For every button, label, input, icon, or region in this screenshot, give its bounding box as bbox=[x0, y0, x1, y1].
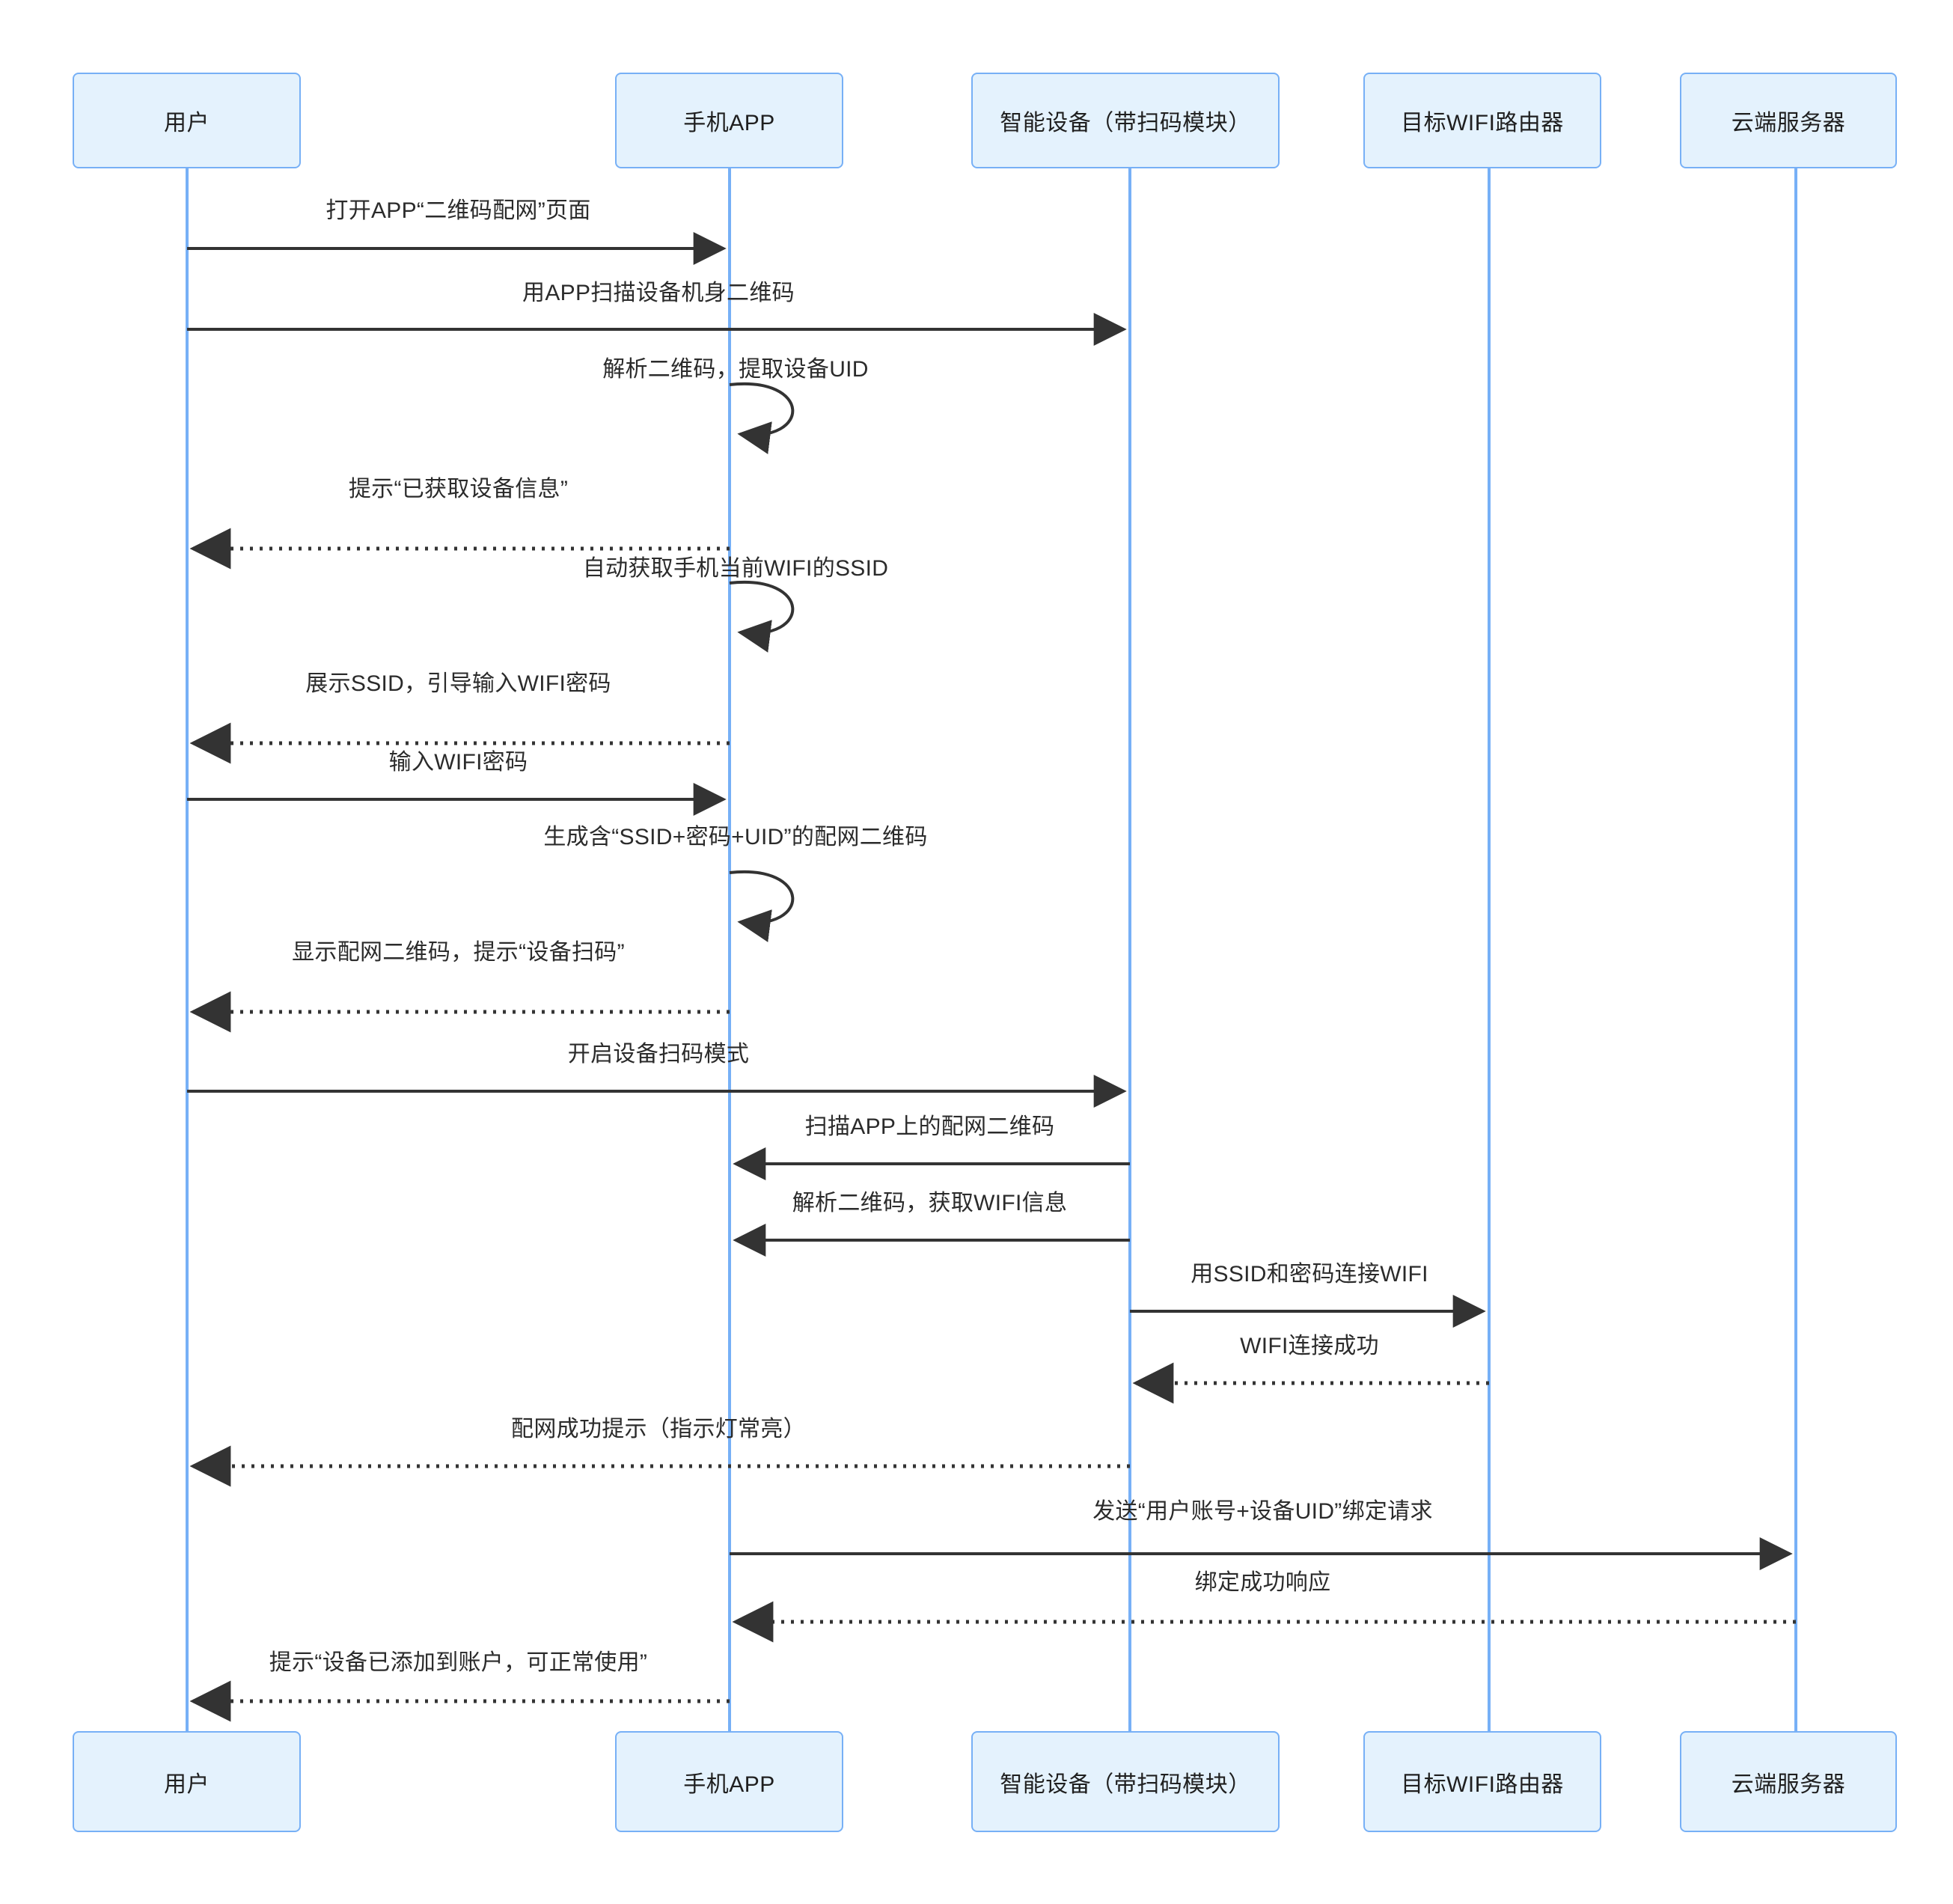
participant-app-header[interactable]: 手机APP bbox=[615, 73, 843, 168]
participant-cloud-footer[interactable]: 云端服务器 bbox=[1680, 1731, 1897, 1832]
participant-router-footer[interactable]: 目标WIFI路由器 bbox=[1363, 1731, 1601, 1832]
message-label-6: 展示SSID，引导输入WIFI密码 bbox=[305, 671, 611, 696]
participant-label: 云端服务器 bbox=[1731, 1772, 1846, 1797]
message-label-12: 解析二维码，获取WIFI信息 bbox=[792, 1191, 1068, 1215]
participant-label: 用户 bbox=[164, 1772, 210, 1797]
message-label-7: 输入WIFI密码 bbox=[388, 750, 528, 775]
message-label-16: 发送“用户账号+设备UID”绑定请求 bbox=[1092, 1499, 1433, 1524]
message-arrows-group bbox=[187, 232, 1796, 1722]
message-label-10: 开启设备扫码模式 bbox=[567, 1042, 750, 1067]
message-label-13: 用SSID和密码连接WIFI bbox=[1191, 1262, 1428, 1287]
participant-label: 手机APP bbox=[683, 111, 775, 135]
message-label-18: 提示“设备已添加到账户，可正常使用” bbox=[269, 1650, 648, 1675]
participant-label: 手机APP bbox=[683, 1772, 775, 1797]
message-label-17: 绑定成功响应 bbox=[1194, 1570, 1331, 1595]
message-label-1: 打开APP“二维码配网”页面 bbox=[326, 198, 591, 223]
self-message-arrow-3 bbox=[729, 382, 795, 454]
lifelines-group bbox=[186, 168, 1797, 1731]
message-label-9: 显示配网二维码，提示“设备扫码” bbox=[292, 940, 625, 965]
self-message-arrow-5 bbox=[729, 580, 795, 653]
participant-app-footer[interactable]: 手机APP bbox=[615, 1731, 843, 1832]
message-label-15: 配网成功提示（指示灯常亮） bbox=[511, 1417, 806, 1441]
message-label-2: 用APP扫描设备机身二维码 bbox=[522, 281, 795, 305]
participant-label: 目标WIFI路由器 bbox=[1401, 111, 1564, 135]
participant-router-header[interactable]: 目标WIFI路由器 bbox=[1363, 73, 1601, 168]
message-label-4: 提示“已获取设备信息” bbox=[348, 477, 569, 501]
participant-label: 智能设备（带扫码模块） bbox=[1000, 111, 1251, 135]
participant-label: 云端服务器 bbox=[1731, 111, 1846, 135]
message-label-3: 解析二维码，提取设备UID bbox=[602, 357, 869, 382]
participant-cloud-header[interactable]: 云端服务器 bbox=[1680, 73, 1897, 168]
participant-label: 目标WIFI路由器 bbox=[1401, 1772, 1564, 1797]
message-label-8: 生成含“SSID+密码+UID”的配网二维码 bbox=[543, 825, 928, 849]
message-label-11: 扫描APP上的配网二维码 bbox=[804, 1114, 1055, 1139]
message-label-14: WIFI连接成功 bbox=[1240, 1334, 1379, 1358]
message-label-5: 自动获取手机当前WIFI的SSID bbox=[582, 556, 889, 581]
participant-device-header[interactable]: 智能设备（带扫码模块） bbox=[971, 73, 1280, 168]
participant-user-footer[interactable]: 用户 bbox=[73, 1731, 301, 1832]
participant-label: 智能设备（带扫码模块） bbox=[1000, 1772, 1251, 1797]
participant-user-header[interactable]: 用户 bbox=[73, 73, 301, 168]
participant-label: 用户 bbox=[164, 111, 210, 135]
participant-device-footer[interactable]: 智能设备（带扫码模块） bbox=[971, 1731, 1280, 1832]
self-message-arrow-8 bbox=[729, 870, 795, 942]
